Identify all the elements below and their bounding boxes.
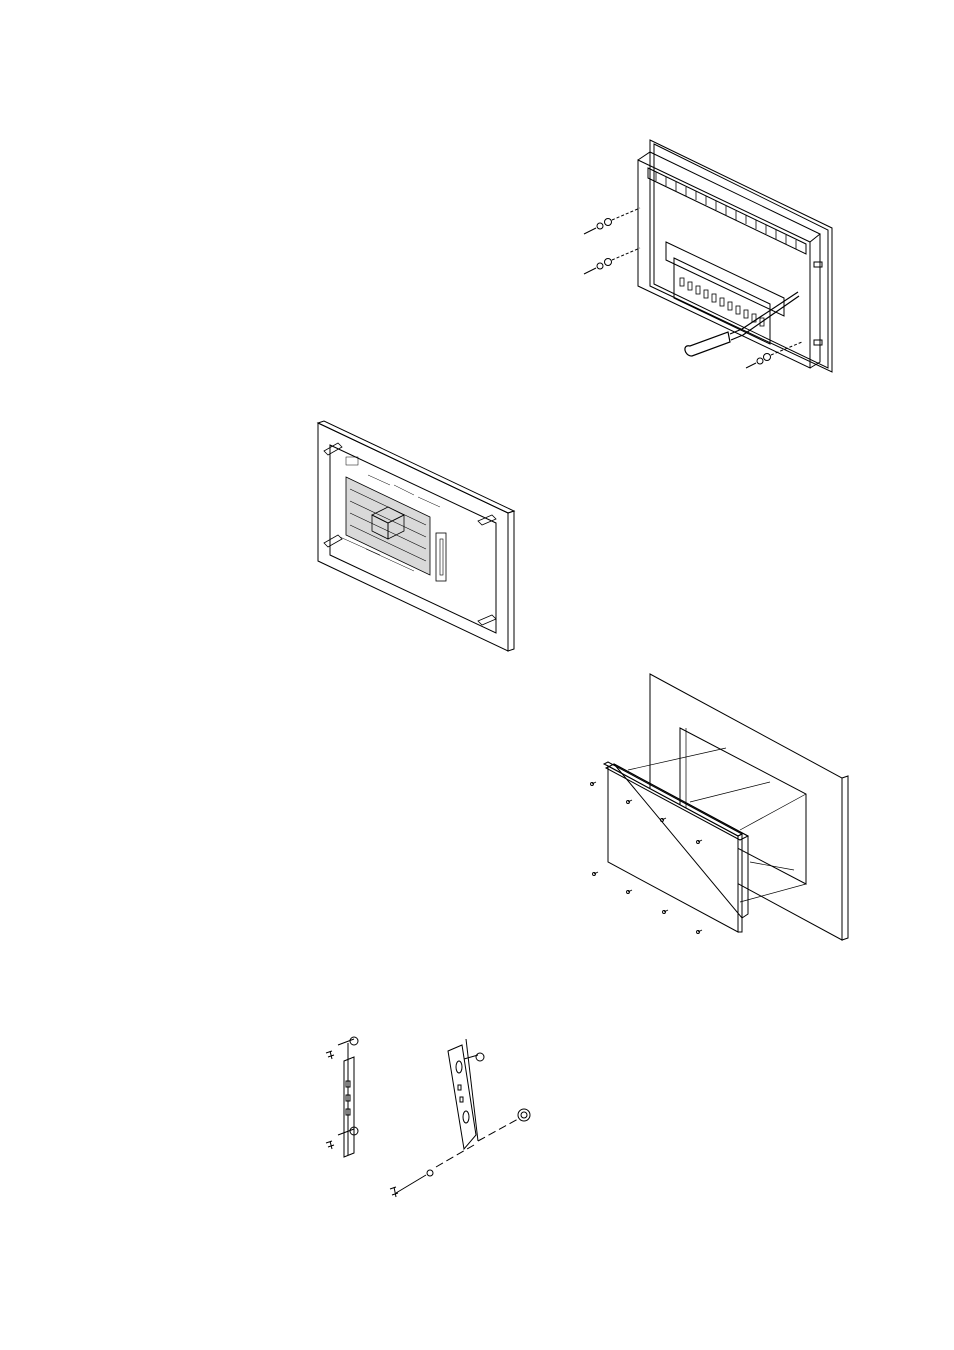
screws-left xyxy=(584,208,640,274)
separate-screw xyxy=(390,1170,433,1197)
figure-cutout-template xyxy=(310,415,520,655)
cutout-template-diagram xyxy=(310,415,520,655)
panel xyxy=(608,766,738,932)
unit-housing xyxy=(638,160,810,368)
mounting-clamps-diagram xyxy=(318,1025,548,1205)
unit-bezel xyxy=(650,140,832,372)
clamp-right xyxy=(436,1039,530,1167)
unit-bezel-inner xyxy=(654,144,828,368)
screwdriver xyxy=(685,292,799,356)
panel-insertion-diagram xyxy=(580,670,850,945)
figure-panel-insertion xyxy=(580,670,850,945)
figure-mounting-clamps xyxy=(318,1025,548,1205)
vent-strip xyxy=(648,168,806,254)
rear-screw-removal-diagram xyxy=(570,130,870,390)
clamp-left xyxy=(326,1037,358,1157)
figure-rear-screw-removal xyxy=(570,130,870,390)
screws-right xyxy=(746,342,802,368)
